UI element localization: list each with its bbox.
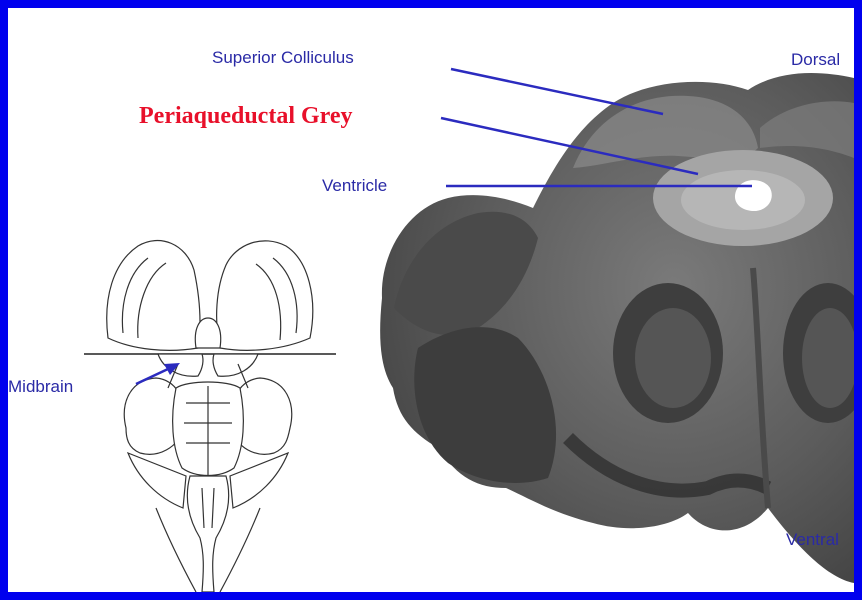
midbrain-illustration	[8, 8, 854, 592]
label-midbrain: Midbrain	[8, 377, 73, 397]
label-ventral: Ventral	[786, 530, 839, 550]
slide-frame: Superior Colliculus Periaqueductal Grey …	[8, 8, 854, 592]
label-superior-colliculus: Superior Colliculus	[212, 48, 354, 68]
pointer-superior-colliculus	[451, 69, 663, 114]
brainstem-drawing	[84, 241, 336, 592]
label-periaqueductal-grey: Periaqueductal Grey	[139, 102, 353, 130]
label-dorsal: Dorsal	[791, 50, 840, 70]
label-ventricle: Ventricle	[322, 176, 387, 196]
